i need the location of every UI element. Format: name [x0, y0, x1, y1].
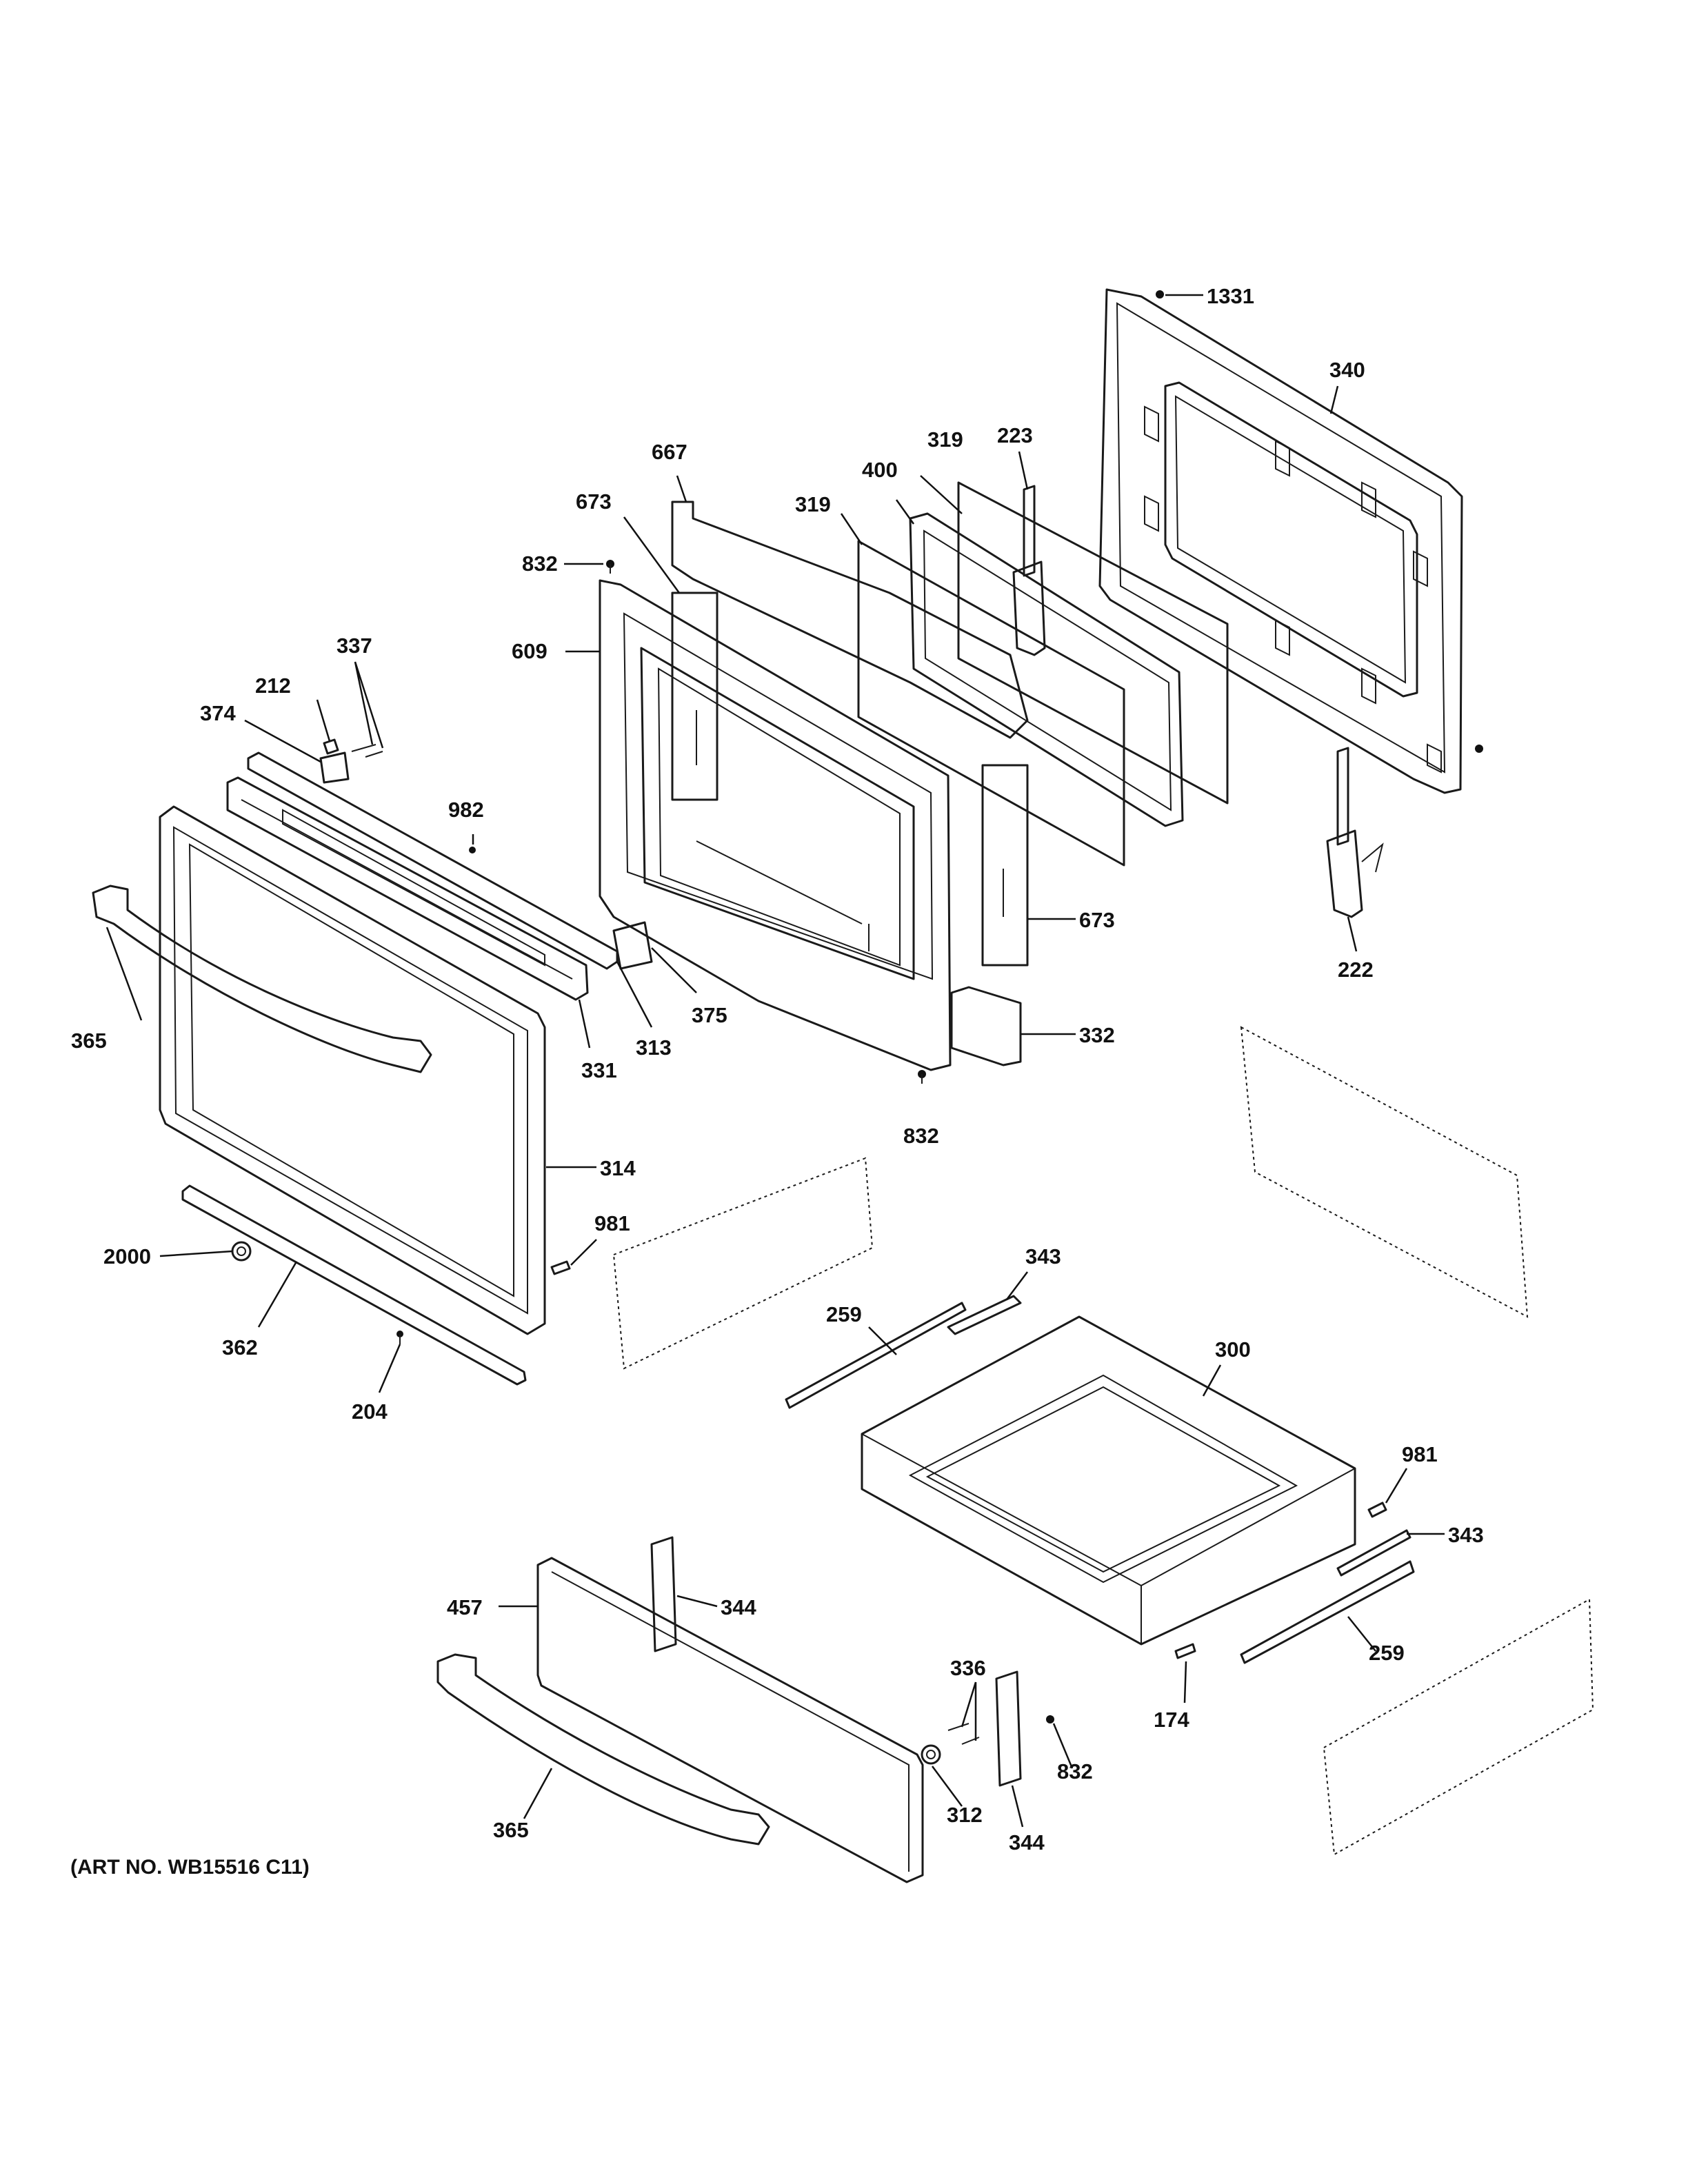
- part-312-bumper: [921, 1744, 941, 1765]
- leader-lines: [106, 294, 1445, 1828]
- part-313-vent-cover: [247, 751, 619, 970]
- part-400-inner-door-assembly: [909, 512, 1184, 827]
- callout-340: 340: [1329, 358, 1365, 382]
- callout-343: 343: [1025, 1244, 1061, 1268]
- part-374-clip: [319, 751, 350, 784]
- side-panel-lower-right: [1323, 1598, 1594, 1856]
- part-344-bracket-right: [995, 1670, 1022, 1787]
- callout-673: 673: [1079, 908, 1115, 932]
- part-457-drawer-front: [536, 1557, 924, 1883]
- part-319-glass-front: [857, 540, 1125, 867]
- callout-336: 336: [950, 1656, 986, 1680]
- part-259-slide-right: [1240, 1560, 1415, 1664]
- part-673-insulation-strip-upper: [671, 592, 719, 801]
- callout-981: 981: [594, 1211, 630, 1235]
- callout-981: 981: [1402, 1442, 1438, 1466]
- callout-832: 832: [903, 1124, 939, 1148]
- callout-374: 374: [200, 701, 236, 725]
- callout-259: 259: [826, 1302, 862, 1326]
- part-223-hinge-upper: [1012, 485, 1046, 656]
- callout-300: 300: [1215, 1337, 1251, 1362]
- callout-1331: 1331: [1207, 284, 1254, 308]
- fastener-832-middle: [918, 1070, 926, 1084]
- fastener-832-top: [606, 560, 614, 574]
- part-343-bracket-right: [1336, 1529, 1411, 1577]
- callout-331: 331: [581, 1058, 617, 1082]
- part-340-door-frame: [1098, 288, 1463, 794]
- callout-259: 259: [1369, 1641, 1405, 1665]
- callout-344: 344: [721, 1595, 756, 1619]
- callout-667: 667: [652, 440, 687, 464]
- callout-319: 319: [927, 427, 963, 452]
- callout-365: 365: [71, 1029, 107, 1053]
- part-337-screws: [351, 744, 383, 758]
- part-319-glass-rear: [957, 481, 1229, 805]
- callout-343: 343: [1448, 1523, 1484, 1547]
- callout-312: 312: [947, 1803, 983, 1827]
- part-332-insulation-bottom: [950, 986, 1022, 1066]
- callout-832: 832: [1057, 1759, 1093, 1783]
- part-314-outer-door: [159, 805, 546, 1335]
- callout-832: 832: [522, 552, 558, 576]
- part-362-lower-trim: [181, 1184, 527, 1386]
- part-609-door-liner: [599, 579, 952, 1071]
- fastener-174: [1174, 1643, 1196, 1659]
- callout-344: 344: [1009, 1830, 1045, 1854]
- part-300-drawer-body: [861, 1315, 1356, 1646]
- side-panel-upper-right: [1240, 1026, 1529, 1318]
- part-343-bracket-left: [947, 1295, 1022, 1335]
- callout-313: 313: [636, 1035, 672, 1060]
- callout-365: 365: [493, 1818, 529, 1842]
- fastener-981-drawer: [1367, 1502, 1387, 1518]
- callout-332: 332: [1079, 1023, 1115, 1047]
- callout-2000: 2000: [103, 1244, 151, 1268]
- part-344-bracket-left: [650, 1536, 677, 1652]
- part-365-drawer-handle: [436, 1653, 770, 1846]
- callout-223: 223: [997, 423, 1033, 447]
- fastener-981-door: [550, 1260, 571, 1275]
- callout-400: 400: [862, 458, 898, 482]
- callout-212: 212: [255, 674, 291, 698]
- callout-457: 457: [447, 1595, 483, 1619]
- callout-362: 362: [222, 1335, 258, 1359]
- part-673-insulation-strip-lower: [981, 764, 1029, 967]
- part-667-insulation: [671, 501, 1029, 739]
- part-259-slide-left: [785, 1302, 967, 1409]
- callout-174: 174: [1154, 1708, 1189, 1732]
- fastener-1331-top: [1156, 290, 1164, 299]
- callout-319: 319: [795, 492, 831, 516]
- side-panel-middle-left: [612, 1157, 874, 1370]
- callout-labels: 1331 340 223 319 400 319 667 673 832 609…: [70, 284, 1484, 1879]
- part-212-spacer: [323, 738, 339, 755]
- callout-375: 375: [692, 1003, 727, 1027]
- fastener-832-bottom: [1046, 1715, 1054, 1723]
- fastener-1331-right: [1475, 745, 1483, 753]
- part-375-bracket: [612, 921, 653, 970]
- fastener-204: [396, 1331, 403, 1344]
- callout-314: 314: [600, 1156, 636, 1180]
- part-331-vent-trim: [226, 776, 589, 1001]
- part-336-screws: [947, 1723, 980, 1745]
- fastener-982: [469, 847, 476, 853]
- callout-204: 204: [352, 1399, 388, 1424]
- callout-222: 222: [1338, 958, 1374, 982]
- part-222-hinge-lower: [1326, 747, 1384, 918]
- callout-673: 673: [576, 489, 612, 514]
- part-2000-bumper: [231, 1241, 252, 1262]
- part-365-upper-handle: [92, 884, 432, 1073]
- callout-609: 609: [512, 639, 547, 663]
- art-number-caption: (ART NO. WB15516 C11): [70, 1856, 310, 1879]
- callout-337: 337: [336, 634, 372, 658]
- callout-982: 982: [448, 798, 484, 822]
